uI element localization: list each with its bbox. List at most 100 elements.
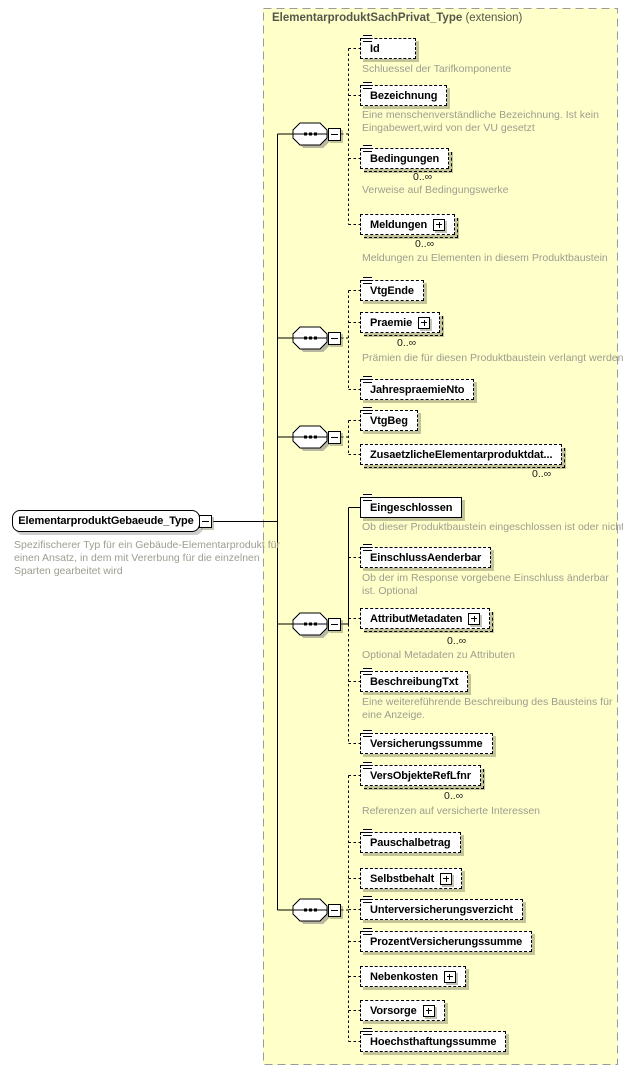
element-label: EinschlussAenderbar	[370, 551, 482, 564]
element-icon	[363, 277, 372, 284]
element-label: Unterversicherungsverzicht	[370, 903, 513, 916]
root-element-label: ElementarproduktGebaeude_Type	[18, 515, 194, 527]
element-label: VtgBeg	[370, 414, 408, 427]
element-icon	[363, 82, 372, 89]
element-icon	[363, 829, 372, 836]
element-id[interactable]: Id	[360, 35, 416, 59]
expand-icon[interactable]	[422, 1004, 435, 1017]
element-icon	[363, 494, 372, 501]
element-icon	[363, 376, 372, 383]
occurrence-label: 0..∞	[447, 635, 467, 647]
element-icon	[363, 896, 372, 903]
annotation: Ob der im Response vorgebene Einschluss …	[362, 572, 609, 597]
element-label: BeschreibungTxt	[370, 675, 459, 688]
expand-icon[interactable]	[440, 872, 453, 885]
element-vtgende[interactable]: VtgEnde	[360, 277, 424, 301]
annotation: Spezifischerer Typ für ein Gebäude-Eleme…	[14, 539, 280, 577]
element-bedingungen[interactable]: Bedingungen	[360, 145, 453, 172]
element-pauschalbetrag[interactable]: Pauschalbetrag	[360, 829, 461, 853]
annotation: Ob dieser Produktbaustein eingeschlossen…	[362, 521, 623, 533]
sequence-icon	[291, 612, 330, 638]
element-label: Selbstbehalt	[370, 872, 435, 885]
element-hoechsthaftungssumme[interactable]: Hoechsthaftungssumme	[360, 1028, 507, 1052]
element-icon	[363, 730, 372, 737]
element-einschlussaenderbar[interactable]: EinschlussAenderbar	[360, 544, 492, 568]
annotation: Verweise auf Bedingungswerke	[362, 184, 509, 196]
annotation: Optional Metadaten zu Attributen	[362, 649, 515, 661]
element-label: Vorsorge	[370, 1004, 417, 1017]
sequence-compositor	[291, 120, 347, 148]
collapse-icon[interactable]	[328, 903, 341, 917]
element-label: Bedingungen	[370, 152, 440, 165]
expand-icon[interactable]	[433, 218, 446, 231]
element-icon	[363, 762, 372, 769]
element-label: Nebenkosten	[370, 970, 438, 983]
element-label: ZusaetzlicheElementarproduktdat...	[370, 448, 553, 461]
occurrence-label: 0..∞	[413, 171, 433, 183]
sequence-compositor	[291, 324, 347, 352]
occurrence-label: 0..∞	[415, 238, 435, 250]
element-jahrespraemiento[interactable]: JahrespraemieNto	[360, 376, 475, 400]
element-elementarproduktgebaeude-type[interactable]: ElementarproduktGebaeude_Type	[12, 510, 212, 532]
element-icon	[363, 35, 372, 42]
annotation: Eine menschenverständliche Bezeichnung. …	[362, 109, 599, 134]
sequence-icon	[291, 122, 330, 148]
element-label: VersObjekteRefLfnr	[370, 769, 471, 782]
element-icon	[363, 1028, 372, 1035]
element-label: Versicherungssumme	[370, 737, 483, 750]
sequence-icon	[291, 898, 330, 924]
element-zusaetzliche-elementarproduktdaten[interactable]: ZusaetzlicheElementarproduktdat...	[360, 444, 566, 468]
occurrence-label: 0..∞	[397, 337, 417, 349]
element-icon	[363, 145, 372, 152]
element-praemie[interactable]: Praemie	[360, 312, 444, 336]
element-label: Id	[370, 42, 380, 55]
expand-icon[interactable]	[468, 612, 481, 625]
element-beschreibungtxt[interactable]: BeschreibungTxt	[360, 668, 469, 692]
element-bezeichnung[interactable]: Bezeichnung	[360, 82, 448, 106]
element-attributmetadaten[interactable]: AttributMetadaten	[360, 608, 494, 632]
element-label: Praemie	[370, 316, 413, 329]
annotation: Schluessel der Tarifkomponente	[362, 63, 512, 75]
element-icon	[363, 668, 372, 675]
expand-icon[interactable]	[443, 970, 456, 983]
element-nebenkosten[interactable]: Nebenkosten	[360, 966, 466, 987]
element-prozentversicherungssumme[interactable]: ProzentVersicherungssumme	[360, 928, 533, 952]
annotation: Meldungen zu Elementen in diesem Produkt…	[362, 252, 608, 264]
extension-suffix: (extension)	[465, 12, 523, 24]
collapse-icon[interactable]	[328, 617, 341, 631]
element-icon	[363, 928, 372, 935]
element-vtgbeg[interactable]: VtgBeg	[360, 407, 418, 431]
element-meldungen[interactable]: Meldungen	[360, 214, 459, 238]
annotation: Eine weitereführende Beschreibung des Ba…	[362, 696, 613, 721]
element-icon	[363, 544, 372, 551]
element-label: Bezeichnung	[370, 89, 438, 102]
collapse-icon[interactable]	[199, 515, 212, 528]
element-unterversicherungsverzicht[interactable]: Unterversicherungsverzicht	[360, 896, 523, 920]
extension-type-name: ElementarproduktSachPrivat_Type	[272, 12, 463, 24]
element-label: Eingeschlossen	[370, 501, 453, 514]
element-label: Hoechsthaftungssumme	[370, 1035, 497, 1048]
collapse-icon[interactable]	[328, 430, 341, 444]
collapse-icon[interactable]	[328, 331, 341, 345]
element-label: VtgEnde	[370, 284, 414, 297]
sequence-compositor	[291, 610, 347, 638]
element-selbstbehalt[interactable]: Selbstbehalt	[360, 868, 463, 889]
element-versobjekterefl fnr[interactable]: VersObjekteRefLfnr	[360, 762, 484, 789]
annotation: Referenzen auf versicherte Interessen	[362, 805, 541, 817]
element-eingeschlossen[interactable]: Eingeschlossen	[360, 494, 463, 518]
expand-icon[interactable]	[418, 316, 431, 329]
element-label: Meldungen	[370, 218, 428, 231]
element-label: JahrespraemieNto	[370, 383, 465, 396]
extension-title: ElementarproduktSachPrivat_Type (extensi…	[272, 12, 522, 24]
sequence-compositor	[291, 423, 347, 451]
element-label: Pauschalbetrag	[370, 836, 451, 849]
annotation: Prämien die für diesen Produktbaustein v…	[362, 352, 623, 364]
occurrence-label: 0..∞	[444, 790, 464, 802]
collapse-icon[interactable]	[328, 127, 341, 141]
element-versicherungssumme[interactable]: Versicherungssumme	[360, 730, 493, 754]
element-vorsorge[interactable]: Vorsorge	[360, 1000, 445, 1021]
element-label: ProzentVersicherungssumme	[370, 935, 523, 948]
sequence-icon	[291, 326, 330, 352]
occurrence-label: 0..∞	[532, 468, 552, 480]
